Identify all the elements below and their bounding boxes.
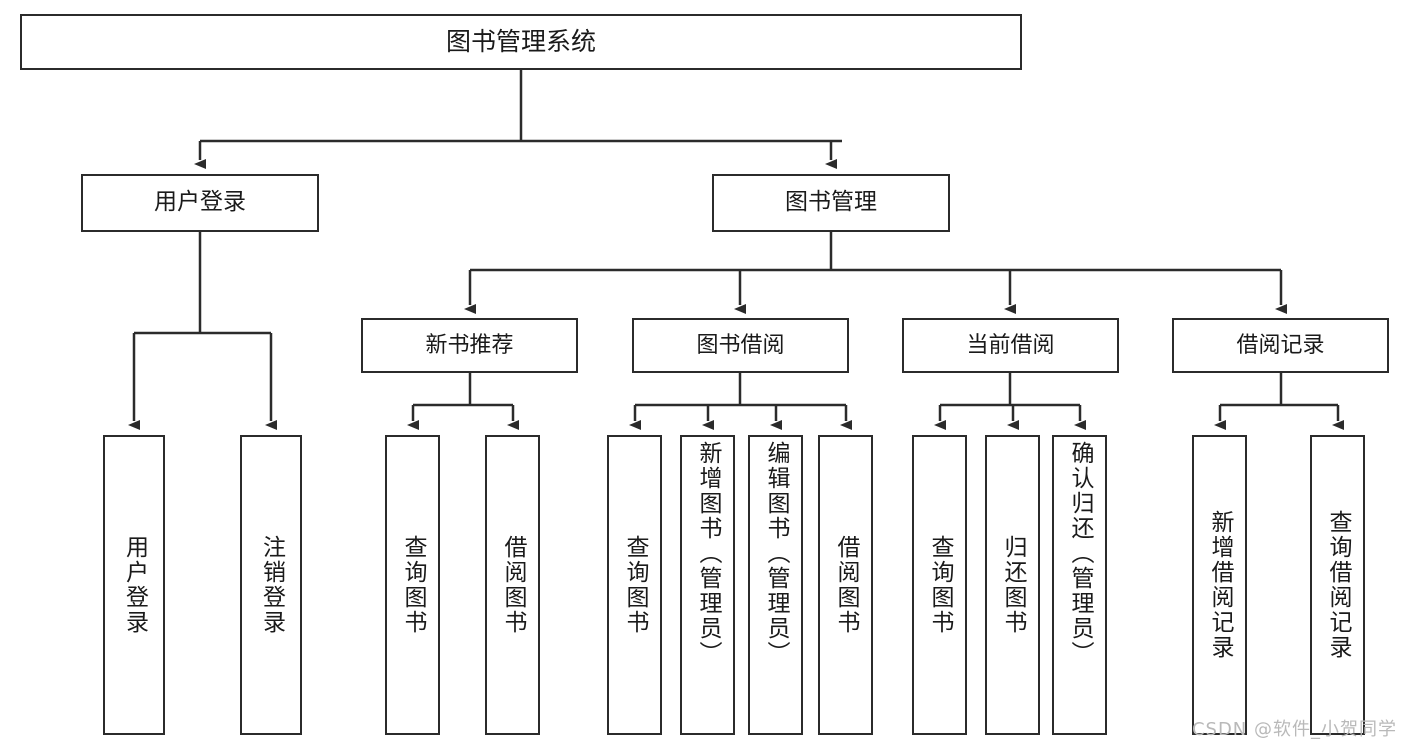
node-leaf-logout-login-label: 注销登录 (258, 535, 285, 635)
node-root-label: 图书管理系统 (445, 27, 596, 57)
node-leaf-query-book-1[interactable]: 查询图书 (385, 435, 440, 735)
node-book-manage-label: 图书管理 (785, 189, 877, 216)
node-leaf-confirm-return-label: 确认归还（管理员） (1067, 441, 1093, 666)
node-root[interactable]: 图书管理系统 (20, 14, 1022, 70)
node-leaf-query-book-3[interactable]: 查询图书 (912, 435, 967, 735)
node-current-borrow-label: 当前借阅 (966, 332, 1055, 358)
node-leaf-query-book-2-label: 查询图书 (622, 535, 648, 635)
node-leaf-confirm-return[interactable]: 确认归还（管理员） (1052, 435, 1107, 735)
csdn-watermark: CSDN @软件_小贺同学 (1191, 719, 1397, 740)
node-leaf-logout-login[interactable]: 注销登录 (240, 435, 302, 735)
node-current-borrow[interactable]: 当前借阅 (902, 318, 1119, 373)
node-leaf-add-record-label: 新增借阅记录 (1207, 510, 1233, 660)
node-leaf-add-record[interactable]: 新增借阅记录 (1192, 435, 1247, 735)
node-leaf-user-login-label: 用户登录 (121, 535, 148, 635)
node-leaf-borrow-book-1-label: 借阅图书 (500, 535, 526, 635)
node-leaf-query-book-3-label: 查询图书 (927, 535, 953, 635)
node-leaf-edit-book[interactable]: 编辑图书（管理员） (748, 435, 803, 735)
node-leaf-query-book-1-label: 查询图书 (400, 535, 426, 635)
node-user-login[interactable]: 用户登录 (81, 174, 319, 232)
node-leaf-return-book-label: 归还图书 (1000, 535, 1026, 635)
node-book-manage[interactable]: 图书管理 (712, 174, 950, 232)
node-leaf-borrow-book-2[interactable]: 借阅图书 (818, 435, 873, 735)
node-leaf-add-book-label: 新增图书（管理员） (695, 441, 721, 666)
node-leaf-add-book[interactable]: 新增图书（管理员） (680, 435, 735, 735)
node-leaf-query-book-2[interactable]: 查询图书 (607, 435, 662, 735)
node-leaf-return-book[interactable]: 归还图书 (985, 435, 1040, 735)
node-new-book-rec[interactable]: 新书推荐 (361, 318, 578, 373)
node-leaf-borrow-book-2-label: 借阅图书 (833, 535, 859, 635)
node-book-borrow-label: 图书借阅 (696, 332, 785, 358)
node-leaf-borrow-book-1[interactable]: 借阅图书 (485, 435, 540, 735)
node-leaf-query-record[interactable]: 查询借阅记录 (1310, 435, 1365, 735)
node-leaf-query-record-label: 查询借阅记录 (1325, 510, 1351, 660)
node-borrow-record[interactable]: 借阅记录 (1172, 318, 1389, 373)
node-borrow-record-label: 借阅记录 (1236, 332, 1325, 358)
node-leaf-edit-book-label: 编辑图书（管理员） (763, 441, 789, 666)
node-book-borrow[interactable]: 图书借阅 (632, 318, 849, 373)
node-new-book-rec-label: 新书推荐 (425, 332, 514, 358)
node-user-login-label: 用户登录 (154, 189, 246, 216)
node-leaf-user-login[interactable]: 用户登录 (103, 435, 165, 735)
